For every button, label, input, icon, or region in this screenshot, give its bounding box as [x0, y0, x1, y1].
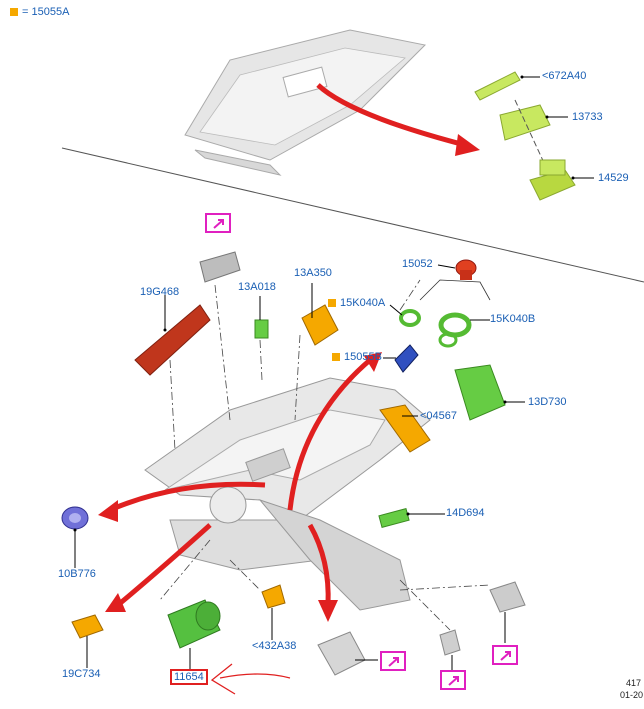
- label-432A38: <432A38: [252, 640, 297, 652]
- part-14529: [529, 159, 594, 201]
- part-13A018: [254, 296, 269, 339]
- part-15052: [437, 259, 477, 280]
- handwritten-arrow: [210, 663, 291, 695]
- label-13D730: 13D730: [528, 396, 567, 408]
- label-15K040A: 15K040A: [340, 297, 386, 309]
- part-15055B: [383, 344, 419, 373]
- orange-swatch: [328, 299, 336, 307]
- part-11654: [167, 599, 221, 670]
- label-14529: 14529: [598, 172, 629, 184]
- corner-ref-1: 417: [626, 678, 642, 688]
- label-672A40: <672A40: [542, 70, 587, 82]
- red-arrow-head: [455, 134, 480, 156]
- part-15K040A: [389, 304, 421, 327]
- label-15055B: 15055B: [344, 351, 382, 363]
- label-11654: 11654: [170, 669, 208, 685]
- external-link-icon[interactable]: [492, 645, 518, 665]
- part-gray-switch: [439, 629, 461, 670]
- label-14D694: 14D694: [446, 507, 485, 519]
- legend-swatch: [10, 8, 18, 16]
- section-divider: [61, 147, 644, 283]
- orange-swatch: [332, 353, 340, 361]
- external-link-icon[interactable]: [380, 651, 406, 671]
- label-13A018: 13A018: [238, 281, 276, 293]
- part-14D694: [378, 507, 445, 529]
- part-672A40: [474, 71, 540, 101]
- label-13A350: 13A350: [294, 267, 332, 279]
- corner-ref-2: 01-20: [620, 690, 644, 700]
- part-432A38: [261, 584, 286, 640]
- part-13A350: [301, 283, 339, 346]
- label-19G468: 19G468: [140, 286, 180, 298]
- part-04567: [379, 404, 431, 453]
- external-link-icon[interactable]: [440, 670, 466, 690]
- label-15K040B: 15K040B: [490, 313, 536, 325]
- part-15K040B: [438, 312, 490, 348]
- part-10B776: [61, 506, 89, 568]
- part-13D730: [454, 364, 525, 421]
- part-13733: [499, 99, 568, 166]
- bracket: [419, 279, 491, 301]
- legend-text: = 15055A: [22, 6, 70, 18]
- red-arrow-headliner: [316, 83, 466, 148]
- part-19G468: [134, 295, 211, 376]
- external-link-icon[interactable]: [205, 213, 231, 233]
- headliner-panel: [184, 29, 427, 176]
- label-13733: 13733: [572, 111, 603, 123]
- label-15052: 15052: [402, 258, 433, 270]
- part-19C734: [71, 614, 104, 668]
- part-gray-block: [489, 581, 526, 643]
- red-arrows: [109, 358, 372, 607]
- label-19C734: 19C734: [62, 668, 101, 680]
- label-04567: <04567: [420, 410, 458, 422]
- part-19G468-top: [199, 251, 241, 283]
- label-10B776: 10B776: [58, 568, 96, 580]
- part-gray-console: [317, 631, 378, 676]
